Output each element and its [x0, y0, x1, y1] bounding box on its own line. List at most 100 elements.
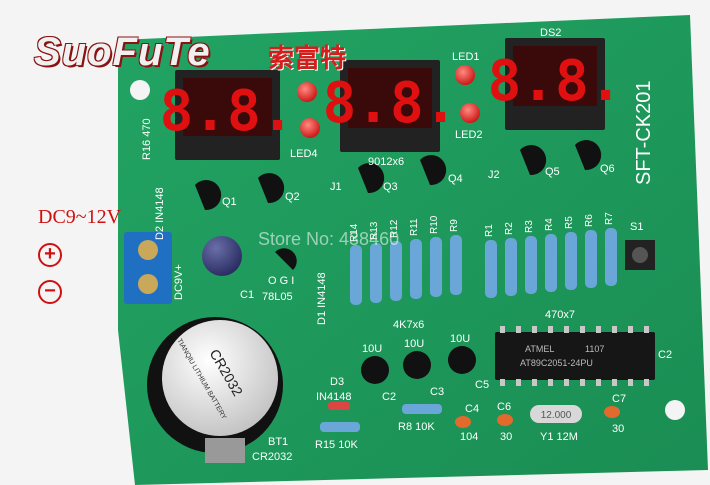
label-j1: J1	[330, 181, 342, 193]
label-q6: Q6	[600, 163, 615, 175]
power-spec-label: DC9~12V	[38, 206, 122, 228]
label-c6-val: 30	[500, 431, 512, 443]
ceramic-cap-c6	[497, 414, 513, 426]
mcu-chip	[495, 332, 655, 380]
label-q5: Q5	[545, 166, 560, 178]
label-cap-10u-3: 10U	[450, 333, 470, 345]
transistor-q6	[575, 140, 602, 171]
mounting-hole	[130, 80, 150, 100]
label-r2: R2	[504, 222, 515, 235]
label-4k7: 4K7x6	[393, 319, 424, 331]
ceramic-cap-c4	[455, 416, 471, 428]
label-mcu: AT89C2051-24PU	[520, 358, 593, 368]
transistor-q3	[358, 163, 385, 194]
label-c4-val: 104	[460, 431, 478, 443]
label-s1: S1	[630, 221, 643, 233]
seven-segment-display-3: 8.8.	[488, 38, 623, 130]
label-r16: R16 470	[141, 118, 153, 160]
label-d3: D3	[330, 376, 344, 388]
label-ogi: O G I	[268, 275, 294, 287]
label-r6: R6	[584, 214, 595, 227]
label-bt1: BT1	[268, 436, 288, 448]
led-1	[455, 65, 475, 85]
resistor-row-4k7	[350, 235, 462, 305]
led-4b	[300, 118, 320, 138]
label-y1: Y1 12M	[540, 431, 578, 443]
label-led2: LED2	[455, 129, 483, 141]
seven-segment-display-1: 8.8.	[160, 70, 295, 160]
label-c7-val: 30	[612, 423, 624, 435]
label-d1: D1 IN4148	[316, 272, 328, 325]
label-q2: Q2	[285, 191, 300, 203]
label-r1: R1	[484, 224, 495, 237]
dc-terminal-block	[124, 232, 172, 304]
label-r9: R9	[449, 219, 460, 232]
label-r14: R14	[349, 223, 360, 242]
capacitor-c3	[403, 351, 431, 379]
label-d2: D2 IN4148	[154, 187, 166, 240]
brand-logo-cn: 索富特	[268, 44, 347, 74]
label-r7: R7	[604, 212, 615, 225]
label-mcu-code: 1107	[585, 344, 604, 354]
label-q3: Q3	[383, 181, 398, 193]
store-watermark: Store No: 438460	[258, 229, 400, 249]
display-digit-1: 8.8.	[160, 79, 295, 144]
label-led4: LED4	[290, 148, 318, 160]
capacitor-c2	[361, 356, 389, 384]
regulator-78l05	[275, 248, 297, 270]
terminal-screw	[138, 240, 158, 260]
negative-terminal-icon: −	[38, 280, 62, 304]
capacitor-c5	[448, 346, 476, 374]
label-q1: Q1	[222, 196, 237, 208]
label-r8: R8 10K	[398, 421, 435, 433]
label-c4: C4	[465, 403, 479, 415]
label-r4: R4	[544, 218, 555, 231]
label-led1: LED1	[452, 51, 480, 63]
label-q4: Q4	[448, 173, 463, 185]
label-dc9v: DC9V+	[173, 264, 185, 300]
crystal-y1	[530, 405, 582, 423]
mounting-hole	[665, 400, 685, 420]
label-c2: C2	[658, 349, 672, 361]
brand-logo: SuoFuTe	[34, 30, 211, 74]
resistor-r8	[402, 404, 442, 414]
label-bt1-type: CR2032	[252, 451, 292, 463]
label-c6: C6	[497, 401, 511, 413]
transistor-q5	[520, 145, 547, 176]
label-cap-10u-2: 10U	[404, 338, 424, 350]
coin-cell-battery	[162, 320, 278, 436]
terminal-screw	[138, 274, 158, 294]
label-470: 470x7	[545, 309, 575, 321]
label-model: SFT-CK201	[633, 81, 655, 185]
resistor-row-470	[485, 228, 617, 298]
led-4	[297, 82, 317, 102]
label-r11: R11	[409, 218, 420, 236]
label-ds2: DS2	[540, 27, 561, 39]
label-c5: C5	[475, 379, 489, 391]
label-r5: R5	[564, 216, 575, 229]
label-d3-type: IN4148	[316, 391, 351, 403]
label-c1: C1	[240, 289, 254, 301]
transistor-q2	[258, 173, 285, 204]
label-transistors: 9012x6	[368, 156, 404, 168]
display-digit-3: 8.8.	[488, 49, 623, 114]
led-2	[460, 103, 480, 123]
label-j2: J2	[488, 169, 500, 181]
resistor-r15	[320, 422, 360, 432]
label-r3: R3	[524, 220, 535, 233]
diode-d3	[328, 402, 350, 410]
label-cap-10u-1: 10U	[362, 343, 382, 355]
battery-clip	[205, 438, 245, 463]
label-crystal: 12.000	[541, 410, 572, 421]
label-r10: R10	[429, 215, 440, 234]
positive-terminal-icon: +	[38, 243, 62, 267]
label-r12: R12	[389, 219, 400, 238]
transistor-q4	[420, 155, 447, 186]
label-c2-cap: C2	[382, 391, 396, 403]
seven-segment-display-2: 8.8.	[323, 60, 457, 152]
ceramic-cap-c7	[604, 406, 620, 418]
label-r13: R13	[369, 221, 380, 240]
capacitor-c1	[202, 236, 242, 276]
label-c3: C3	[430, 386, 444, 398]
